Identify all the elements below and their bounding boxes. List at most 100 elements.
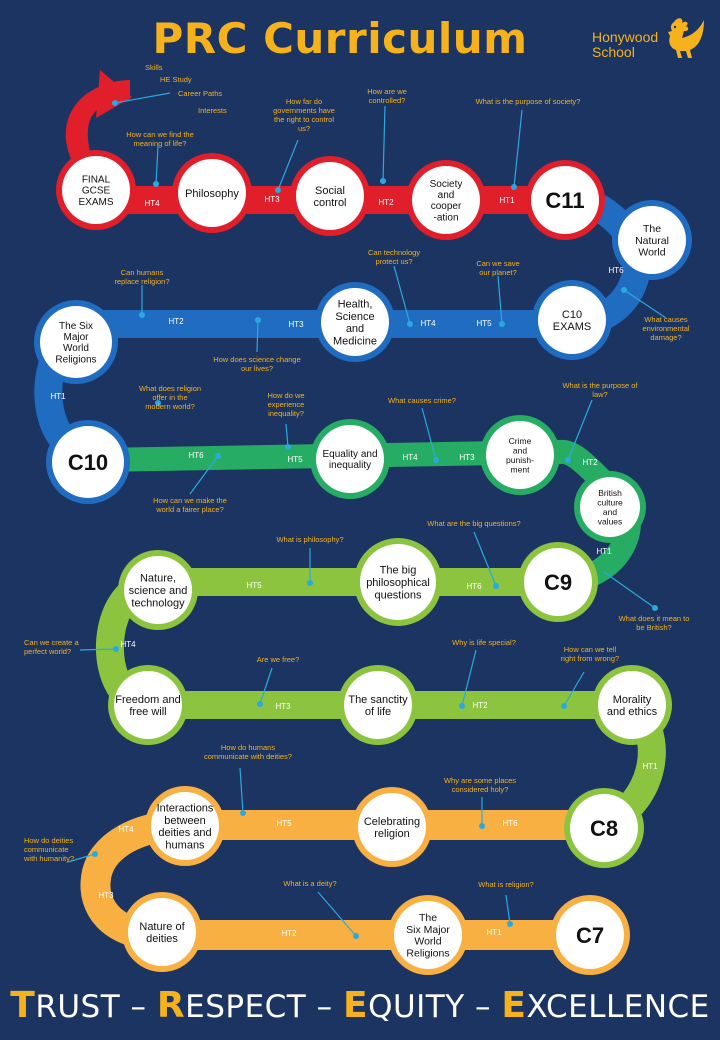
node-label-line: C7 [576,923,604,948]
node-philosophy[interactable]: Philosophy [172,153,252,233]
question-text-line: What is religion? [478,880,533,889]
node-label-line: Celebrating [364,816,420,828]
node-label-line: Medicine [333,335,377,347]
question-text-line: How can we tell [564,645,617,654]
question-text-line: Are we free? [257,655,300,664]
question-callout: What is a deity? [283,879,359,939]
callout-dot [285,444,291,450]
node-label-line: humans [165,839,205,851]
question-text-line: Can we save [476,259,519,268]
callout-dot [493,583,499,589]
node-disc [321,288,389,356]
node-c11[interactable]: C11 [525,160,605,240]
callout-line [382,105,386,182]
term-label: HT2 [168,317,184,326]
question-text-line: What is philosophy? [276,535,343,544]
question-text-line: What is the purpose of [562,381,638,390]
callout-dot [652,605,658,611]
node-c7[interactable]: C7 [550,895,630,975]
node-c9[interactable]: C9 [518,542,598,622]
node-label-line: deities and [158,827,211,839]
callout-dot [307,580,313,586]
node-disc [538,286,606,354]
callout-line [461,649,477,707]
node-label-line: ment [511,464,531,474]
callout-line [259,667,273,705]
node-disc [570,794,638,862]
school-name-line1: Honywood [592,29,659,45]
node-label-line: FINAL [82,174,111,185]
term-label: HT1 [642,762,658,771]
question-text-line: considered holy? [452,785,509,794]
node-label-line: cooper [431,201,462,212]
term-label: HT6 [608,266,624,275]
question-text-line: How do humans [221,743,275,752]
question-text-line: with humanity? [23,854,74,863]
question-text-line: How are we [367,87,407,96]
callout-line [79,648,117,651]
callout-dot [153,181,159,187]
question-text-line: modern world? [145,402,195,411]
node-label-line: C9 [544,570,572,595]
term-label: HT5 [276,819,292,828]
node-c8[interactable]: C8 [564,788,644,868]
question-text-line: protect us? [375,257,412,266]
question-text-line: Why are some places [444,776,516,785]
term-label: HT3 [275,702,291,711]
school-name-line2: School [592,44,635,60]
term-label: HT2 [582,458,598,467]
question-text-line: offer in the [152,393,187,402]
node-disc [316,425,384,493]
callout-line [421,407,437,461]
callout-dot [353,933,359,939]
question-text-line: How does science change [213,355,301,364]
node-label-line: Nature of [139,921,185,933]
callout-dot [240,810,246,816]
node-label-line: and [346,323,364,335]
callout-dot [499,321,505,327]
node-disc [412,166,480,234]
term-label: HT1 [50,392,66,401]
question-text-line: the right to control [274,115,334,124]
callout-line [473,531,497,587]
node-label-line: EXAMS [78,197,113,208]
node-c10[interactable]: C10 [46,420,130,504]
node-disc [556,901,624,969]
term-label: HT4 [118,825,134,834]
question-text-line: experience [268,400,305,409]
node-label-line: C10 [68,450,108,475]
node-label-line: free will [129,706,166,718]
node-disc [524,548,592,616]
node-disc [178,159,246,227]
question-text-line: Can humans [121,268,164,277]
term-label: HT3 [288,320,304,329]
question-text-line: Can we create a [24,638,79,647]
node-label-line: questions [374,589,422,601]
callout-line [189,455,219,495]
